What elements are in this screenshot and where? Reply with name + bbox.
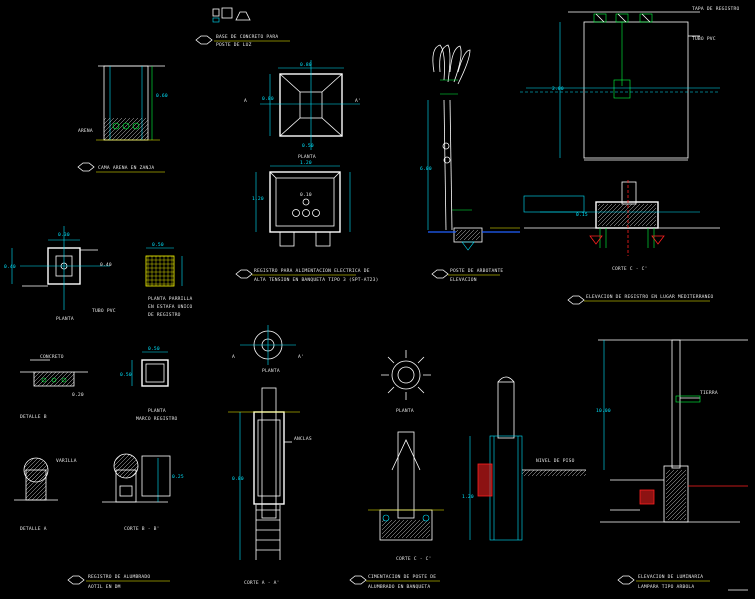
planta-label: 0.40 [100,262,112,268]
note-elev: TAPA DE REGISTRO [692,6,739,12]
note-tubo: TUBO PVC [92,308,116,314]
title-text: PLANTA [148,408,166,414]
dim-marco-h: 0.50 [120,372,132,378]
poste-arbotante: 6.00 [420,44,520,251]
title-registro-alumbrado: REGISTRO DE ALUMBRADO AOTIL EN DM [67,574,170,590]
title-cimentacion: CIMENTACION DE POSTE DE ALUMBRADO EN BAN… [349,574,440,590]
title-text: CIMENTACION DE POSTE DE [368,574,436,580]
cimentacion: PLANTA CORTE C - C' [368,350,444,562]
title-text: MARCO REGISTRO [136,416,178,422]
corte-cc-foundation: CORTE C - C' 0.15 [523,180,720,272]
base-plan-view: 0.80 0.80 A A' 0.50 PLANTA [244,60,361,160]
corte-cc-label: CORTE C - C' [396,556,432,562]
corte-aa: A A' PLANTA 0.80 CORTE A - A' ANCLAS [228,325,312,586]
title-poste-arbotante: POSTE DE ARBOTANTE ELEVACION [431,268,503,283]
title-text: EN ESTAFA UNICO [148,304,193,310]
dim-elev: 2.00 [552,86,564,92]
title-elevacion-poste: ELEVACION DE REGISTRO EN LUGAR MEDITERRA… [567,294,714,305]
corte-label: CORTE C - C' [612,266,648,272]
elevacion-registro: 2.00 TAPA DE REGISTRO TUBO PVC [520,6,739,161]
label-planta: PLANTA [298,154,316,160]
detalle-b-label: DETALLE B [20,414,47,420]
corte-bb-label: CORTE B - B' [124,526,160,532]
dim-b: 0.20 [72,392,84,398]
title-cama-arena: CAMA ARENA EN ZANJA [77,162,165,173]
note-tapa: 0.10 [300,192,312,198]
note-anclas: ANCLAS [294,436,312,442]
dim-trench: 0.60 [156,93,168,99]
title-registro: REGISTRO PARA ALIMENTACION ELECTRICA DE … [235,268,379,283]
title-base-concreto: BASE DE CONCRETO PARA POSTE DE LUZ [195,7,290,48]
title-text: DE REGISTRO [148,312,181,318]
title-text: LAMPARA TIPO ARBOLA [638,584,694,590]
label-a-prime: A' [298,354,304,360]
title-text: PLANTA PARRILLA [148,296,193,302]
dim-bottom: 0.50 [302,143,314,149]
title-text: POSTE DE ARBOTANTE [450,268,503,274]
elevacion-lampara: 10.00 TIERRA [596,339,748,523]
title-text: CAMA ARENA EN ZANJA [98,165,154,171]
planta-marco: 0.50 0.50 PLANTA MARCO REGISTRO [120,346,178,422]
title-text: AOTIL EN DM [88,584,121,590]
dim-parrilla: 0.50 [152,242,164,248]
title-text: ELEVACION DE REGISTRO EN LUGAR MEDITERRA… [586,294,714,300]
note-elev-2: TUBO PVC [692,36,716,42]
dim-planta: 0.40 [4,264,16,270]
label-planta: PLANTA [396,408,414,414]
detalle-b: CONCRETO DETALLE B 0.20 [20,354,88,420]
planta-left: 0.40 0.30 0.40 PLANTA TUBO PVC [4,226,116,322]
note-arena: ARENA [78,128,93,134]
registro-section: 1.20 1.20 0.10 [252,160,351,247]
dim-planta-top: 0.30 [58,232,70,238]
detalle-a: DETALLE A VARILLA [14,457,77,532]
title-text: BASE DE CONCRETO PARA [216,34,278,40]
title-text: ALTA TENSION EN BANQUETA TIPO 3 (SPT-AT2… [254,277,379,283]
poste-base: 1.20 NIVEL DE PISO [462,376,586,541]
dim-bb: 0.25 [172,474,184,480]
note-b: CONCRETO [40,354,64,360]
planta-parrilla: 0.50 PLANTA PARRILLA EN ESTAFA UNICO DE … [145,242,193,318]
planta-text: PLANTA [56,316,74,322]
title-text: POSTE DE LUZ [216,42,252,48]
note-a: VARILLA [56,458,77,464]
label-planta: PLANTA [262,368,280,374]
title-text: REGISTRO DE ALUMBRADO [88,574,150,580]
corte-bb: 0.25 CORTE B - B' [102,453,184,532]
dim-poste-base: 1.20 [462,494,474,500]
trench-section: 0.60 ARENA [78,65,168,141]
title-elevacion-lampara: ELEVACION DE LUMINARIA LAMPARA TIPO ARBO… [617,574,748,591]
dim-lampara: 10.00 [596,408,611,414]
dim-height: 1.20 [252,196,264,202]
dim-aa: 0.80 [232,476,244,482]
title-text: ALUMBRADO EN BANQUETA [368,584,430,590]
label-a-prime: A' [355,98,361,104]
note-lampara: TIERRA [700,390,718,396]
dim-width: 1.20 [300,160,312,166]
title-text: ELEVACION [450,277,477,283]
dim-cc: 0.15 [576,212,588,218]
detalle-a-label: DETALLE A [20,526,47,532]
title-text: REGISTRO PARA ALIMENTACION ELECTRICA DE [254,268,370,274]
label-a: A [232,354,235,360]
dim-top: 0.80 [300,62,312,68]
dim-poste: 6.00 [420,166,432,172]
corte-aa-label: CORTE A - A' [244,580,280,586]
dim-left: 0.80 [262,96,274,102]
note-nivel: NIVEL DE PISO [536,458,575,464]
label-a: A [244,98,247,104]
title-text: ELEVACION DE LUMINARIA [638,574,703,580]
dim-marco: 0.50 [148,346,160,352]
